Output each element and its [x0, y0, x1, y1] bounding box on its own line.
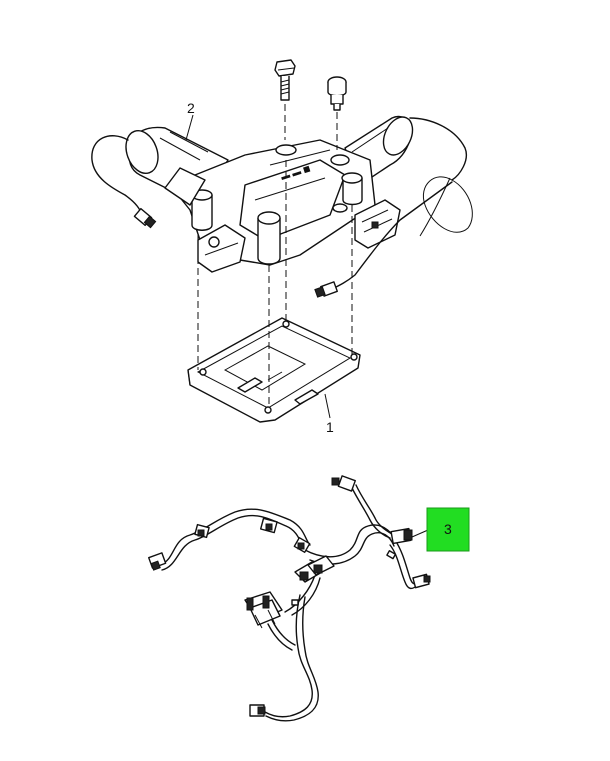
- right-wire: [409, 117, 467, 181]
- bolt-icon: [274, 59, 296, 101]
- harness-connector-center: [293, 536, 311, 554]
- callout-3-highlight: [426, 507, 470, 552]
- svg-text:2: 2: [187, 100, 195, 116]
- sensor-icon: [327, 76, 347, 111]
- callout-3[interactable]: 3: [411, 507, 470, 552]
- actuator-body: ▬ ▬ ◼: [164, 139, 401, 273]
- harness-connector-large: [244, 591, 283, 629]
- svg-text:3: 3: [444, 521, 452, 537]
- left-wire: [91, 135, 143, 216]
- callout-1[interactable]: 1: [324, 393, 334, 435]
- mounting-plate-icon: [187, 317, 361, 423]
- left-wire-connector: [133, 207, 157, 229]
- svg-text:1: 1: [326, 419, 334, 435]
- wiring-harness-icon: [148, 475, 431, 722]
- harness-connector-cluster: [294, 555, 335, 583]
- callout-2[interactable]: 2: [185, 100, 195, 141]
- harness-connector-mid-left: [259, 517, 278, 534]
- harness-connector-bottom: [249, 704, 266, 717]
- right-wire-lead: [329, 181, 453, 291]
- harness-connector-upper-left: [194, 523, 210, 539]
- harness-connector-top: [331, 475, 356, 492]
- right-wire-connector: [314, 281, 338, 298]
- right-wire-coil: [422, 176, 473, 233]
- harness-connector-callout3: [390, 527, 413, 545]
- actuator-assembly: ▬ ▬ ◼: [91, 115, 473, 298]
- harness-connector-right-lower: [412, 573, 431, 589]
- harness-connector-left: [148, 552, 167, 571]
